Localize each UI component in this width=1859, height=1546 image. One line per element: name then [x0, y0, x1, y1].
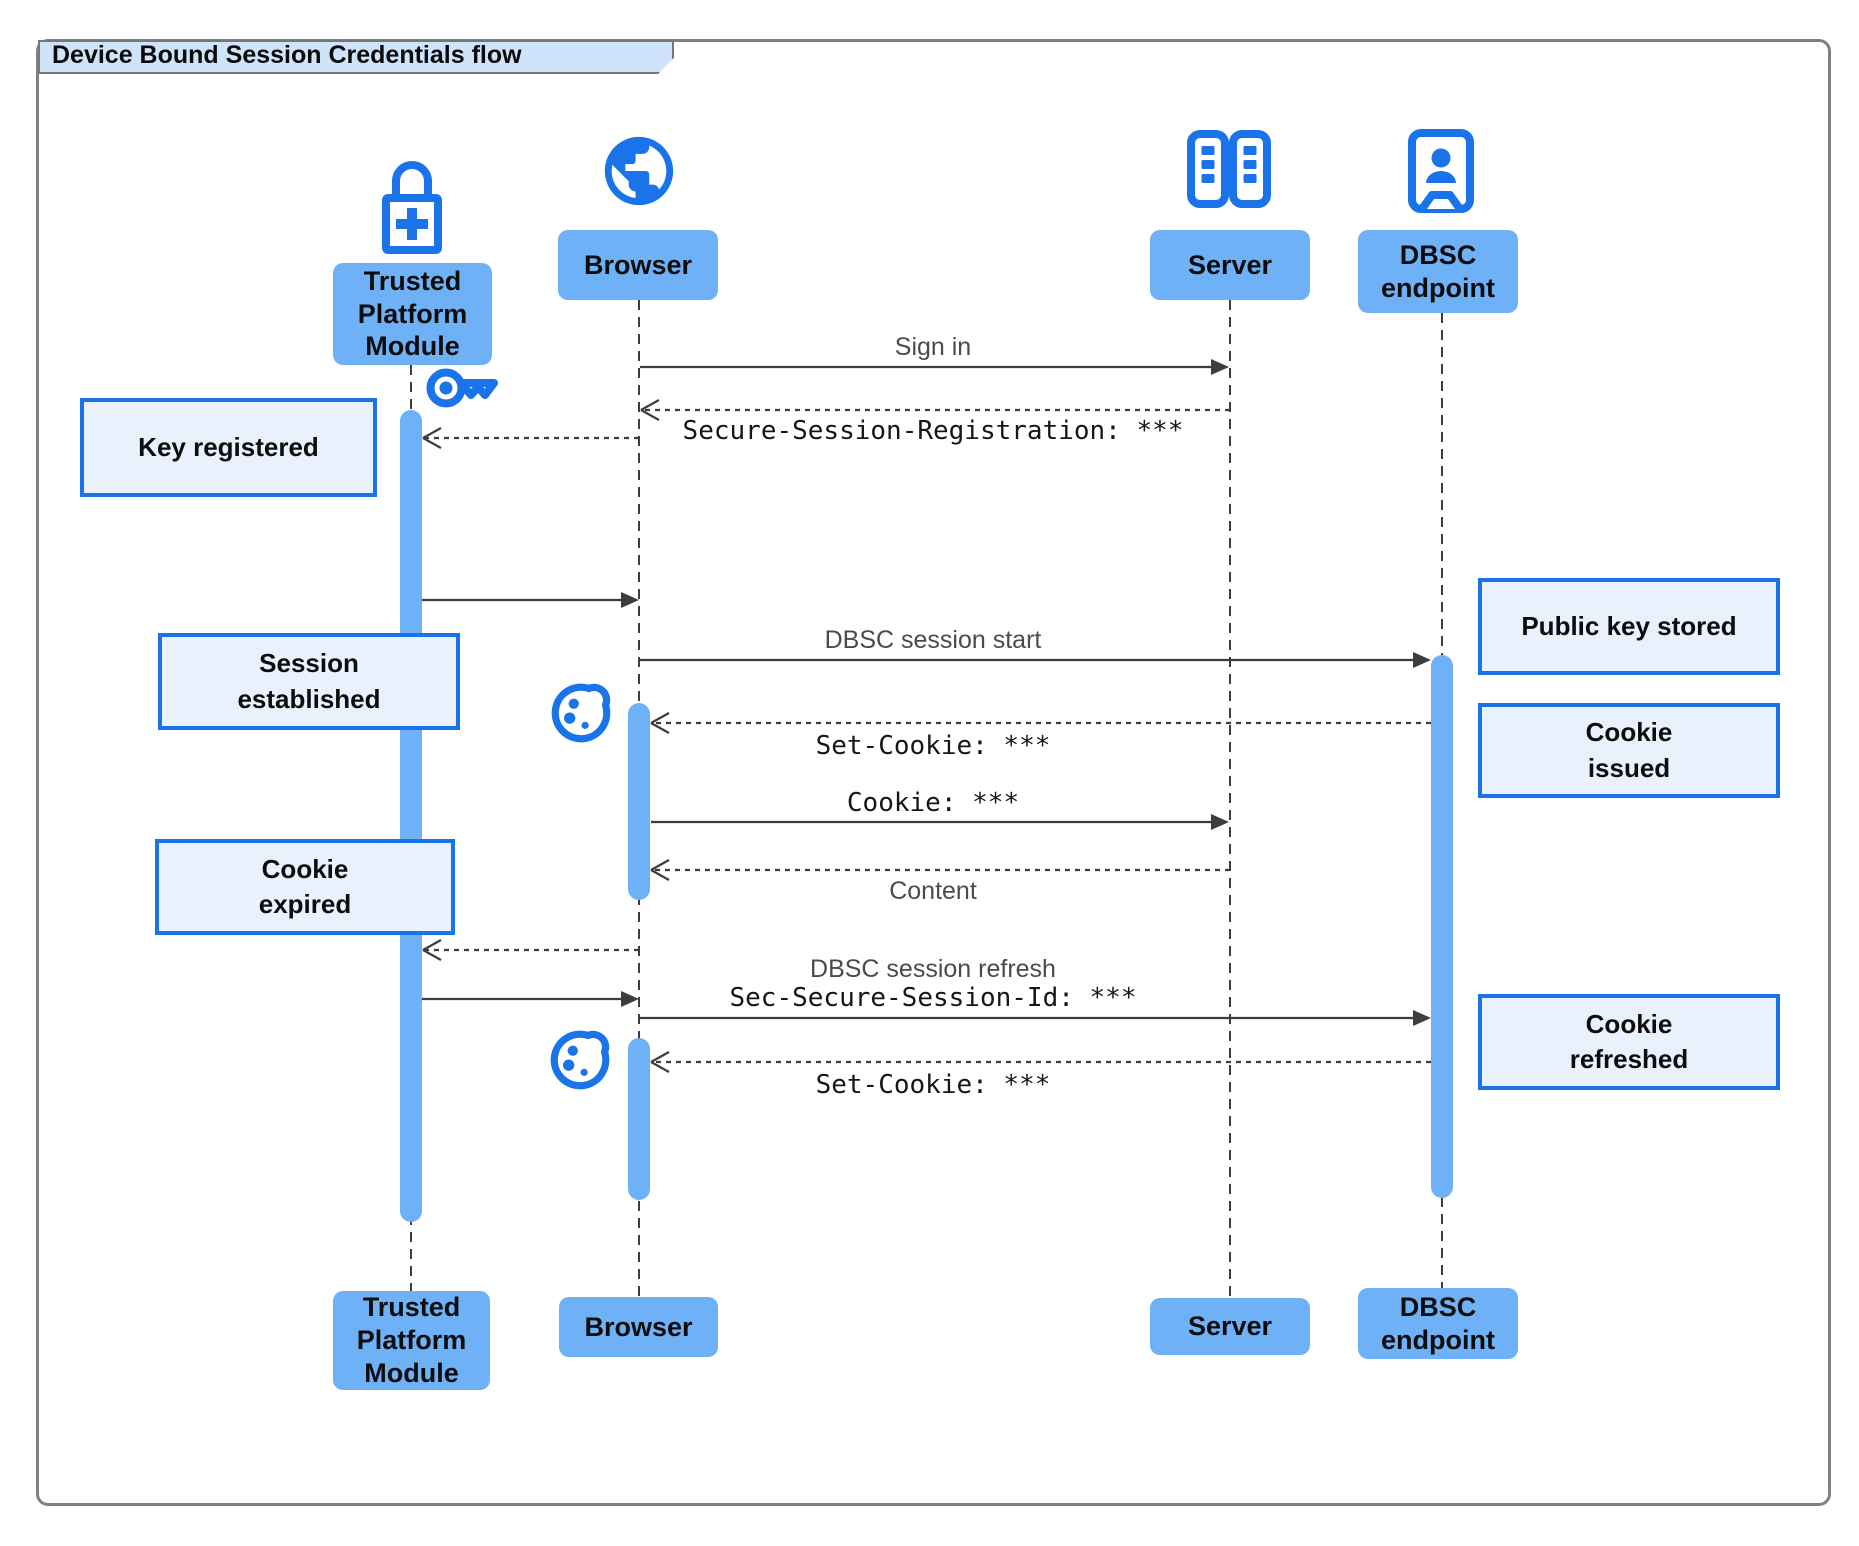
message-sign-in: Sign in — [894, 333, 972, 361]
server-rack-icon — [1187, 130, 1271, 208]
lock-plus-icon — [382, 161, 442, 254]
message-secure-session-registration: Secure-Session-Registration: *** — [682, 416, 1184, 446]
participant-tpm-top: Trusted Platform Module — [333, 263, 492, 365]
participant-server-top: Server — [1150, 230, 1310, 300]
openhead-set-cookie-2 — [650, 1051, 670, 1073]
activation-browser-1 — [628, 703, 650, 900]
id-badge-icon — [1408, 129, 1474, 213]
globe-icon — [604, 136, 674, 206]
note-cookie-issued: Cookie issued — [1478, 703, 1780, 798]
arrowhead-dbsc-session-start — [1413, 652, 1431, 668]
arrowhead-sign-in — [1211, 359, 1229, 375]
diagram-title: Device Bound Session Credentials flow — [52, 41, 522, 69]
activation-browser-2 — [628, 1038, 650, 1200]
message-dbsc-session-refresh: DBSC session refresh — [810, 955, 1056, 983]
message-content: Content — [889, 877, 977, 905]
arrowhead-refresh-key-return — [621, 991, 639, 1007]
message-set-cookie-1: Set-Cookie: *** — [815, 731, 1051, 761]
arrowhead-cookie — [1211, 814, 1229, 830]
participant-dbsc-top: DBSC endpoint — [1358, 230, 1518, 313]
participant-tpm-bottom: Trusted Platform Module — [333, 1291, 490, 1390]
openhead-content — [650, 859, 670, 881]
key-icon — [426, 368, 498, 408]
cookie-icon — [551, 683, 611, 743]
note-cookie-refreshed: Cookie refreshed — [1478, 994, 1780, 1090]
cookie-icon — [550, 1030, 610, 1090]
note-cookie-expired: Cookie expired — [155, 839, 455, 935]
message-cookie: Cookie: *** — [846, 788, 1020, 818]
participant-browser-bottom: Browser — [559, 1297, 718, 1357]
message-dbsc-session-start: DBSC session start — [824, 626, 1042, 654]
arrowhead-key-registered-return — [621, 592, 639, 608]
participant-browser-top: Browser — [558, 230, 718, 300]
message-set-cookie-2: Set-Cookie: *** — [815, 1070, 1051, 1100]
activation-tpm — [400, 410, 422, 1222]
openhead-registration — [640, 399, 660, 421]
participant-dbsc-bottom: DBSC endpoint — [1358, 1288, 1518, 1359]
title-tab — [38, 40, 674, 74]
note-session-established: Session established — [158, 633, 460, 730]
arrowhead-dbsc-session-refresh — [1413, 1010, 1431, 1026]
openhead-key-register — [422, 427, 442, 449]
openhead-set-cookie-1 — [650, 712, 670, 734]
note-key-registered: Key registered — [80, 398, 377, 497]
message-sec-secure-session-id: Sec-Secure-Session-Id: *** — [729, 983, 1137, 1013]
participant-server-bottom: Server — [1150, 1298, 1310, 1355]
note-public-key-stored: Public key stored — [1478, 578, 1780, 675]
activation-dbsc — [1431, 655, 1453, 1198]
openhead-refresh-key — [422, 939, 442, 961]
